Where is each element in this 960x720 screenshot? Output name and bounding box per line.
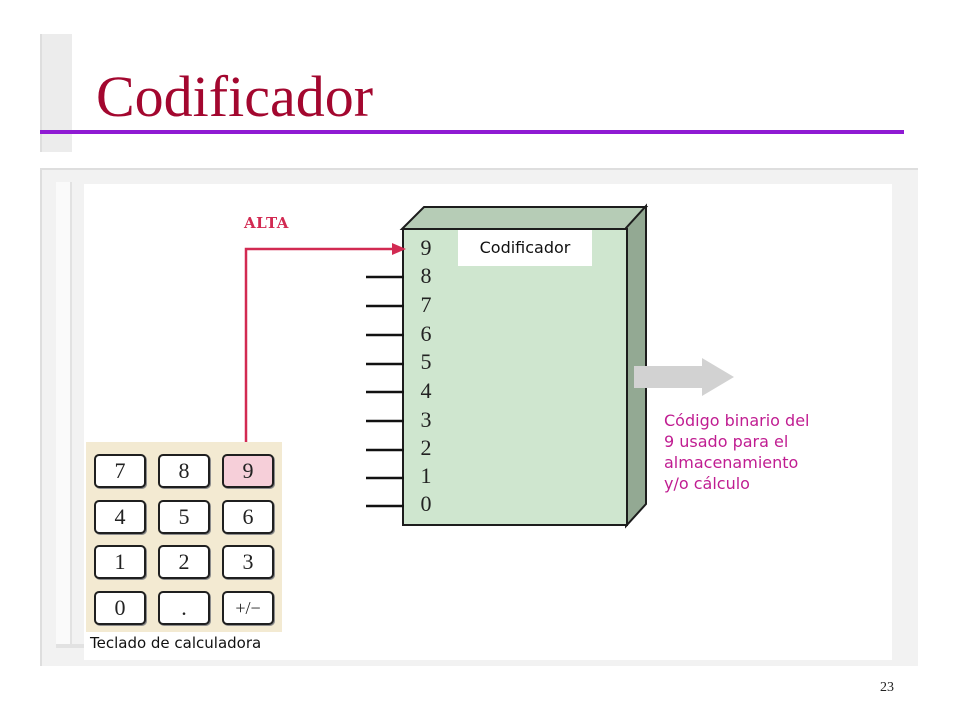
key-2: 2 [158, 545, 210, 579]
input-label-7: 7 [420, 292, 432, 317]
input-lines [366, 275, 404, 508]
output-description: Código binario del 9 usado para el almac… [664, 410, 874, 494]
keypad-caption: Teclado de calculadora [90, 634, 262, 652]
content-side-bar [56, 182, 72, 646]
input-label-5: 5 [420, 349, 432, 374]
key-0: 0 [94, 591, 146, 625]
key-7: 7 [94, 454, 146, 488]
output-description-line: 9 usado para el [664, 432, 789, 451]
slide-title: Codificador [96, 64, 374, 129]
title-underline [40, 130, 904, 134]
key-9-pressed: 9 [222, 454, 274, 488]
content-corner-bar [56, 644, 86, 648]
input-label-9: 9 [420, 235, 432, 260]
key-1: 1 [94, 545, 146, 579]
output-description-line: almacenamiento [664, 453, 799, 472]
output-description-line: Código binario del [664, 411, 810, 430]
input-label-4: 4 [420, 378, 432, 403]
page-number: 23 [880, 680, 894, 695]
key-decimal: . [158, 591, 210, 625]
high-signal-wire [244, 243, 406, 458]
key-5: 5 [158, 500, 210, 534]
encoder-block [402, 228, 628, 526]
key-6: 6 [222, 500, 274, 534]
key-3: 3 [222, 545, 274, 579]
output-arrow-icon [634, 358, 734, 396]
input-label-2: 2 [420, 435, 432, 460]
output-description-line: y/o cálculo [664, 474, 750, 493]
input-label-0: 0 [420, 491, 432, 516]
input-label-3: 3 [420, 407, 432, 432]
encoder-block-top [399, 206, 649, 230]
key-8: 8 [158, 454, 210, 488]
input-label-1: 1 [420, 463, 432, 488]
input-label-8: 8 [420, 263, 432, 288]
encoder-label: Codificador [458, 230, 592, 266]
high-signal-arrowhead [392, 243, 406, 255]
key-plus-minus: +/− [222, 591, 274, 625]
high-signal-label: ALTA [244, 214, 289, 232]
key-4: 4 [94, 500, 146, 534]
title-side-bar [40, 34, 72, 152]
input-label-6: 6 [420, 321, 432, 346]
